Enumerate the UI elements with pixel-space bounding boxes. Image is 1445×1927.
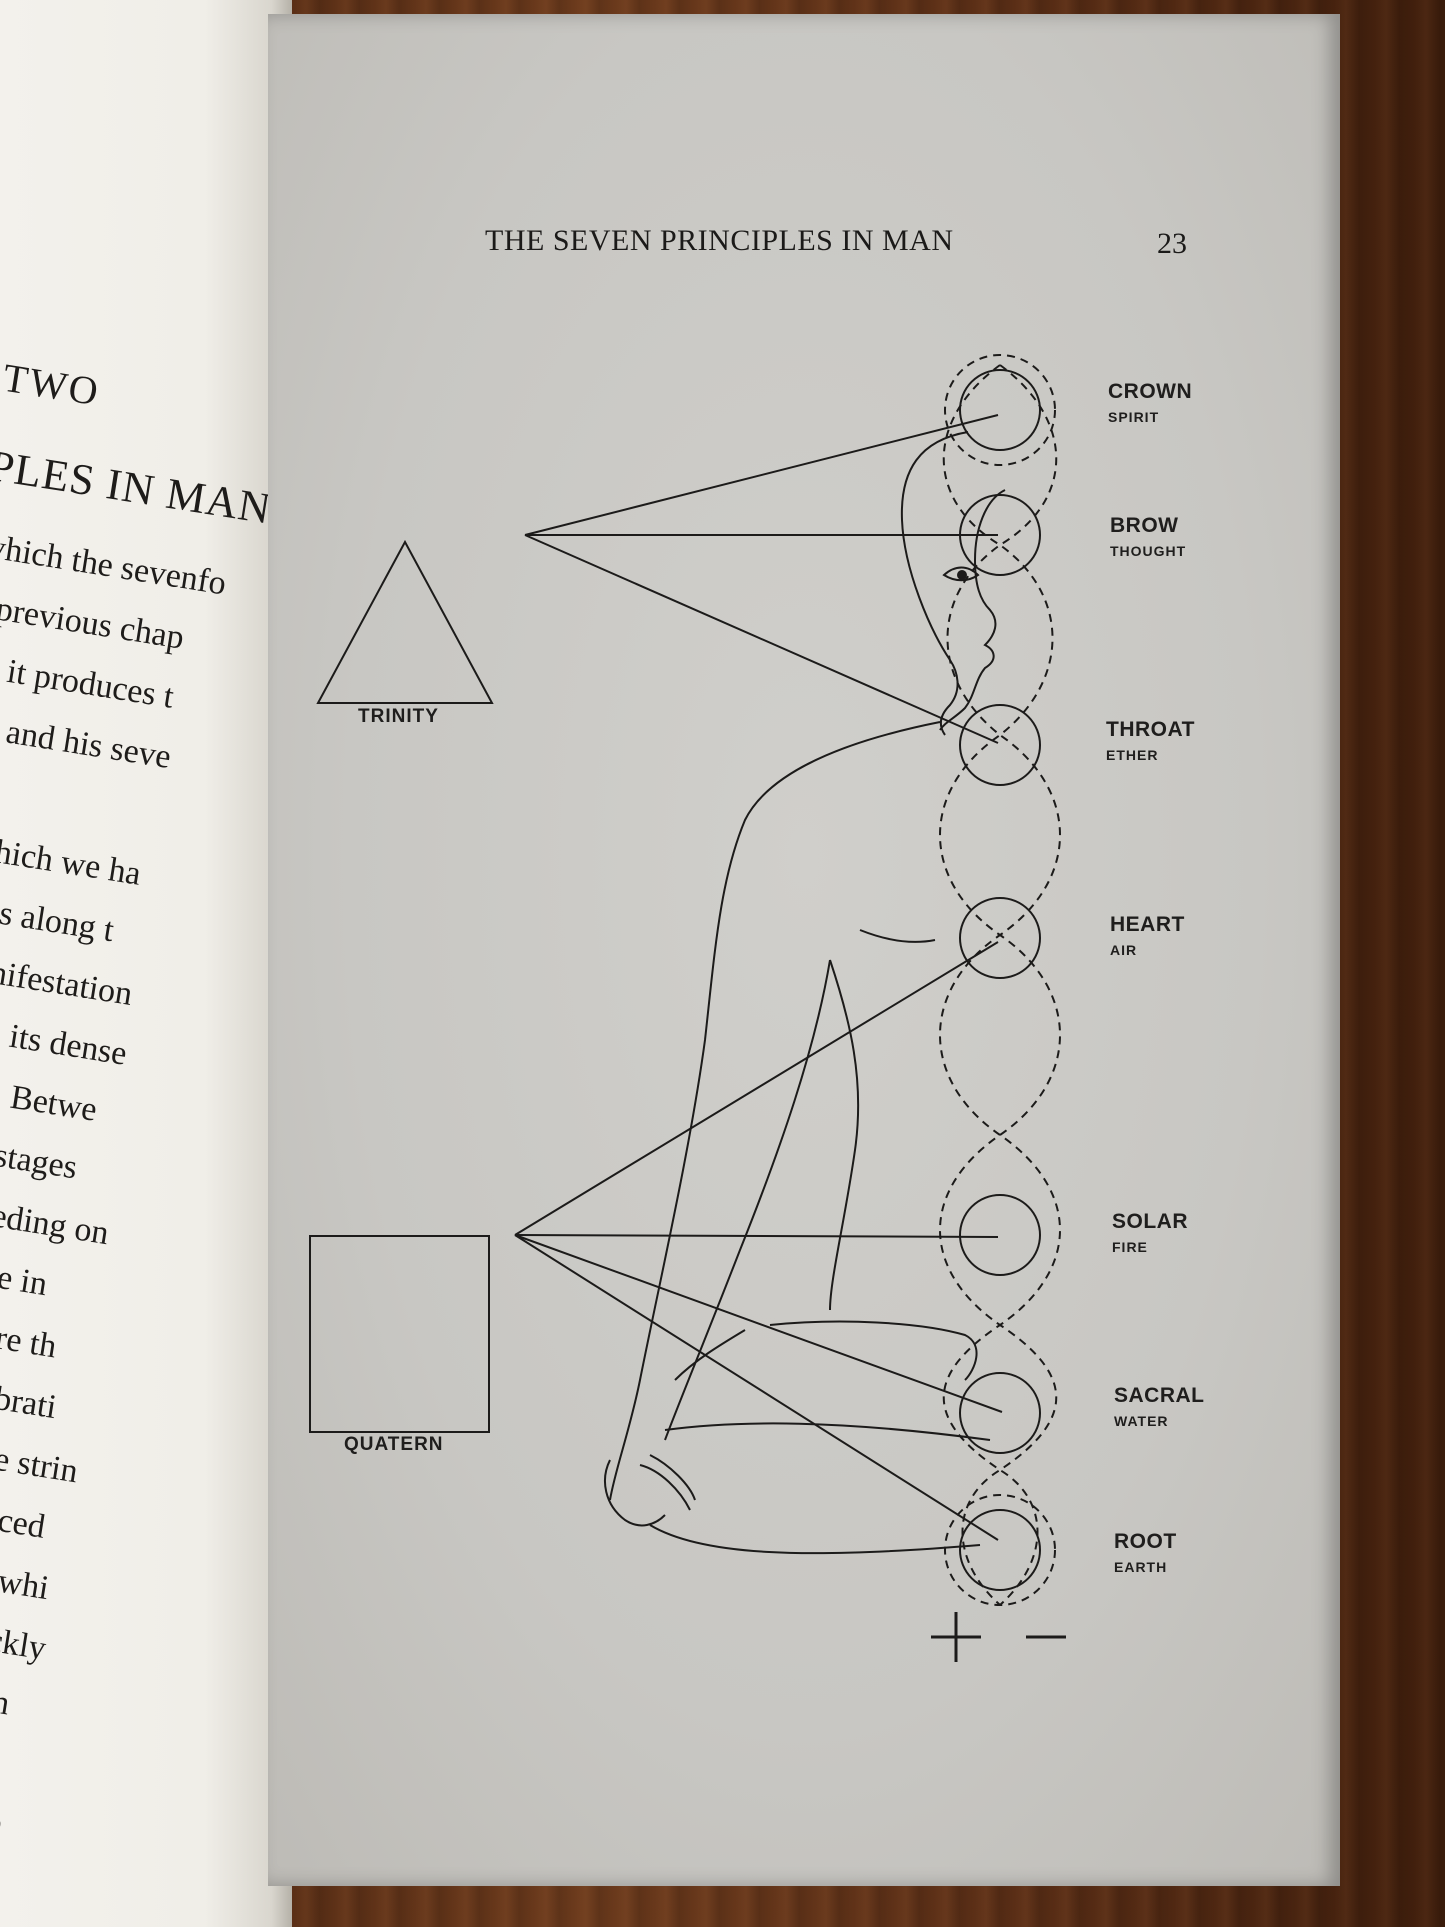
root-circle: [959, 1509, 1041, 1591]
quatern-label: QUATERN: [344, 1434, 444, 1455]
chakra-name: ROOT: [1114, 1530, 1177, 1553]
figure-chest: [859, 929, 936, 943]
chakra-label-brow: BROW THOUGHT: [1110, 514, 1186, 559]
throat-circle: [959, 704, 1041, 786]
chakra-element: FIRE: [1112, 1239, 1148, 1255]
crown-halo: [944, 354, 1056, 466]
chakra-label-sacral: SACRAL WATER: [1114, 1384, 1205, 1429]
chakra-name: HEART: [1110, 913, 1185, 936]
chakra-element: THOUGHT: [1110, 543, 1187, 559]
chakra-label-throat: THROAT ETHER: [1106, 718, 1195, 763]
quatern-square: [309, 1235, 490, 1433]
figure-hand: [604, 1454, 696, 1527]
helix-strand-right: [939, 364, 1061, 1606]
chakra-name: BROW: [1110, 514, 1179, 537]
chakra-name: THROAT: [1106, 718, 1195, 741]
trinity-label: TRINITY: [358, 706, 439, 727]
figure-back: [609, 721, 941, 1501]
solar-circle: [959, 1194, 1041, 1276]
chakra-element: EARTH: [1114, 1559, 1168, 1575]
figure-thigh: [769, 1320, 978, 1381]
figure-arm-inner: [829, 959, 860, 1311]
quatern-line-sacral: [514, 1234, 1003, 1413]
chakra-element: ETHER: [1106, 747, 1159, 763]
page-number: 23: [1157, 227, 1187, 260]
chakra-label-heart: HEART AIR: [1110, 913, 1185, 958]
figure-knee: [674, 1329, 746, 1381]
figure-eye: [942, 566, 980, 582]
crown-circle: [959, 369, 1041, 451]
chakra-label-solar: SOLAR FIRE: [1112, 1210, 1188, 1255]
chakra-label-crown: CROWN SPIRIT: [1108, 380, 1192, 425]
chakra-element: SPIRIT: [1108, 409, 1160, 425]
chakra-name: SACRAL: [1114, 1384, 1205, 1407]
trinity-triangle: [316, 539, 494, 704]
helix-strand-left: [939, 364, 1061, 1606]
figure-face: [939, 489, 1006, 731]
figure-head: [900, 431, 969, 736]
root-halo: [944, 1494, 1056, 1606]
chakra-name: SOLAR: [1112, 1210, 1188, 1233]
trinity-line-throat: [524, 534, 999, 744]
chakra-element: WATER: [1114, 1413, 1169, 1429]
quatern-line-solar: [514, 1234, 999, 1238]
figure-shin: [664, 1422, 991, 1441]
heart-circle: [959, 897, 1041, 979]
quatern-line-heart: [514, 941, 999, 1236]
figure-pupil: [957, 570, 967, 580]
trinity-line-crown: [524, 414, 999, 536]
sacral-circle: [959, 1372, 1041, 1454]
quatern-line-root: [514, 1234, 999, 1541]
chakra-name: CROWN: [1108, 380, 1193, 403]
chakra-label-root: ROOT EARTH: [1114, 1530, 1177, 1575]
right-page: [268, 14, 1340, 1886]
figure-foot: [649, 1524, 981, 1555]
figure-arm-outer: [664, 959, 831, 1441]
left-page: TWO CIPLES IN MAN y in which the sevenfo…: [0, 0, 292, 1927]
running-head: THE SEVEN PRINCIPLES IN MAN: [485, 224, 954, 257]
chakra-element: AIR: [1110, 942, 1138, 958]
